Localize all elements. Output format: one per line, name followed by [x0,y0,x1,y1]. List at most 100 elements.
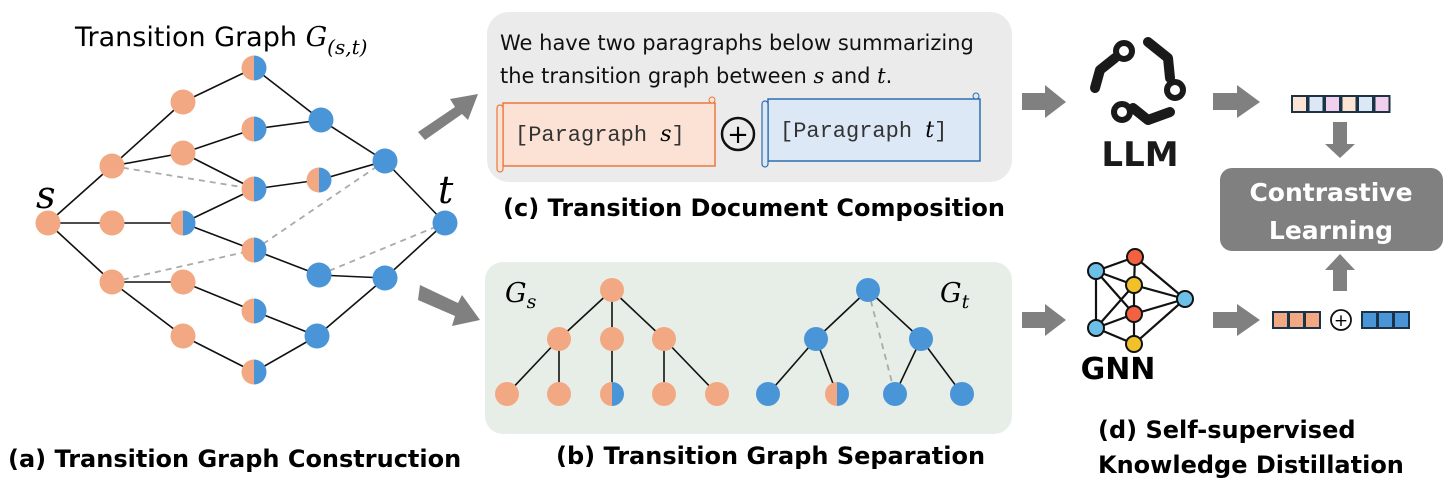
source-node-label: s [36,173,56,217]
source-side-node [99,210,125,236]
mixed-node [241,176,254,202]
source-side-node [170,140,196,166]
arrow-right-icon [1213,85,1260,118]
graph-separation-panel: Gs Gt (b) Transition Graph Separation [485,262,1012,470]
contrastive-learning-box [1220,168,1443,251]
dashed-edge [253,160,386,251]
contrastive-line-1: Contrastive [1249,178,1412,207]
embedding-cell [1357,95,1374,113]
embedding-cell [1288,311,1305,329]
gnn-node [1087,262,1105,280]
gnn-edge [1095,284,1135,329]
mixed-node [600,382,612,406]
mixed-node [254,55,267,81]
source-side-node [170,269,196,295]
source-side-node [99,153,125,179]
arrow-right-icon [1022,85,1066,118]
embedding-cell [1307,95,1325,113]
distillation-panel: LLM Contrastive Learning GNN + (d) Self-… [1022,37,1443,479]
gnn-node [1176,290,1194,308]
mixed-node [254,237,267,263]
mixed-node [319,167,332,193]
llm-logo-icon [1090,37,1186,125]
graph-edge [182,222,255,251]
target-side-node [756,382,780,406]
panel-a-caption: (a) Transition Graph Construction [8,445,461,473]
graph-edge [182,281,255,312]
panel-d-caption-line-1: (d) Self-supervised [1098,416,1356,444]
source-side-node [652,327,676,351]
graph-edge [320,119,386,162]
gnn-embedding-vector [1272,311,1410,329]
prompt-line-1: We have two paragraphs below summarizing [500,31,974,55]
plus-sign: + [727,120,749,150]
gnn-node [1125,276,1143,294]
separated-graphs [495,278,974,406]
graph-edge [253,67,322,121]
source-side-node [99,269,125,295]
graph-edge [506,338,560,395]
target-side-node [306,262,332,288]
target-side-node [804,327,828,351]
plus-sign: + [1334,311,1348,331]
mixed-node [183,210,196,236]
graph-edge [182,152,255,190]
graph-edge [111,101,184,167]
mixed-node [825,382,837,406]
target-node-label: t [438,168,454,212]
embedding-cell [1340,95,1358,113]
paragraph-t-text: [Paragraph t] [780,118,947,144]
arrow-up-right-icon [418,94,478,140]
contrastive-line-2: Learning [1269,216,1393,245]
graph-edge [867,289,922,340]
prompt-line-2: the transition graph between s and t. [500,64,892,88]
source-side-node [495,382,519,406]
arrow-down-right-icon [418,285,480,326]
gnn-edge [1095,270,1135,315]
mixed-node [241,237,254,263]
concat-plus-icon: + [720,116,756,152]
gnn-node [1087,319,1105,337]
mixed-node [241,298,254,324]
gnn-edge [1134,256,1186,300]
target-side-node [372,148,398,174]
paragraph-t-scroll: [Paragraph t] [761,92,981,168]
mixed-node [254,298,267,324]
paragraph-s-scroll: [Paragraph s] [496,96,716,173]
embedding-cell [1324,95,1341,113]
target-side-node [372,265,398,291]
target-side-node [883,382,907,406]
graph-edge [384,160,446,224]
target-side-node [909,327,933,351]
embedding-cell [1291,95,1308,113]
dashed-edge [111,165,255,190]
target-side-node [950,382,974,406]
panel-d-caption-line-2: Knowledge Distillation [1098,451,1404,479]
arrow-right-icon [1022,304,1066,336]
mixed-node [254,176,267,202]
dashed-edge [318,222,446,276]
arrow-up-icon [1325,254,1355,291]
graph-edge [182,335,255,373]
source-side-node [652,382,676,406]
paragraph-s-text: [Paragraph s] [515,122,685,148]
split-arrows [418,94,480,326]
llm-embedding-vector [1291,95,1391,113]
mixed-node [241,116,254,142]
embedding-cell [1304,311,1321,329]
gnn-node [1126,248,1144,266]
target-side-node [432,210,458,236]
gnn-node [1125,305,1143,323]
gnn-network-icon [1087,248,1194,353]
mixed-node [241,55,254,81]
graph-edge [558,289,613,340]
embedding-cell [1377,311,1394,329]
graph-edge [384,222,446,279]
mixed-node [837,382,849,406]
mixed-node [612,382,624,406]
source-side-node [170,323,196,349]
graph-edge [767,338,817,395]
embedding-cell [1393,311,1410,329]
gt-label: Gt [940,278,970,313]
